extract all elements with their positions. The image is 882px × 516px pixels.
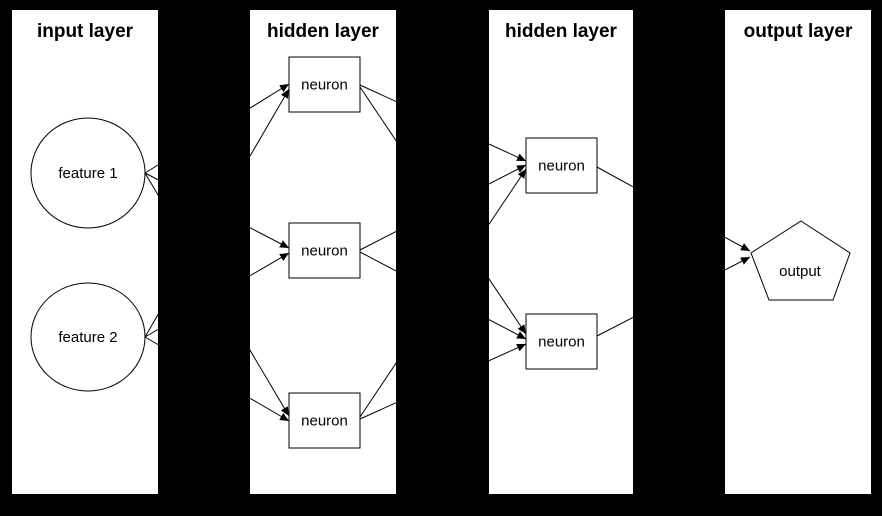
node-output: [750, 220, 851, 301]
node-label-feature-2: feature 2: [58, 329, 117, 346]
node-label-neuron-5: neuron: [538, 334, 585, 351]
panel-title-hidden-layer-1: hidden layer: [267, 21, 380, 42]
panel-title-output-layer: output layer: [744, 21, 853, 42]
panel-title-hidden-layer-2: hidden layer: [505, 21, 618, 42]
node-label-neuron-4: neuron: [538, 158, 585, 175]
node-label-feature-1: feature 1: [58, 165, 117, 182]
node-label-output: output: [779, 263, 822, 280]
panel-title-input-layer: input layer: [37, 21, 134, 42]
node-label-neuron-2: neuron: [301, 243, 348, 260]
node-feature-1: [30, 117, 146, 229]
node-neuron-3: [288, 392, 361, 449]
node-neuron-4: [525, 137, 598, 194]
panel-hidden-layer-2: [489, 10, 633, 494]
node-feature-2: [30, 282, 146, 392]
node-neuron-5: [525, 313, 598, 370]
node-label-neuron-3: neuron: [301, 413, 348, 430]
node-neuron-1: [288, 56, 361, 113]
node-neuron-2: [288, 222, 361, 279]
panel-input-layer: [12, 10, 158, 494]
node-label-neuron-1: neuron: [301, 77, 348, 94]
